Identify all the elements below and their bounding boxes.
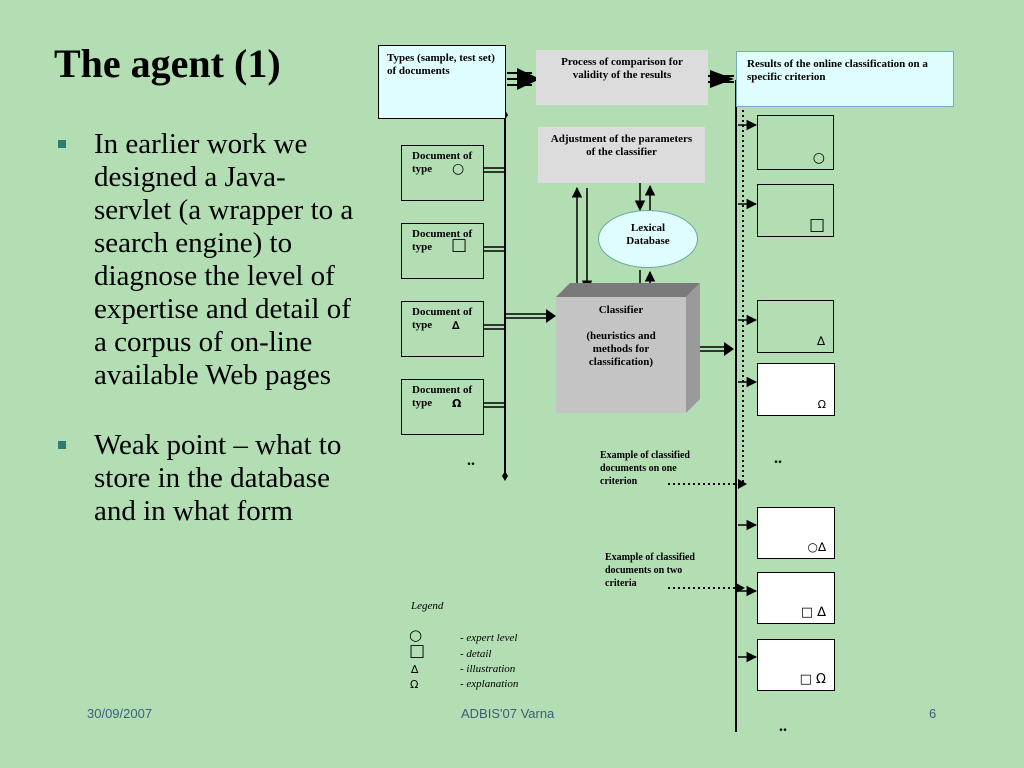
documents-ellipsis: ..	[467, 452, 475, 469]
result-box-illustration: ∆	[757, 300, 834, 353]
document-box-expert: Document of type ○	[401, 145, 484, 201]
explanation-icon: Ω	[817, 398, 826, 411]
document-label: Document of type	[412, 228, 473, 253]
lexical-database: Lexical Database	[598, 210, 698, 268]
example-two-criteria-label: Example of classified documents on two c…	[605, 552, 695, 589]
expert-level-icon: ○	[452, 161, 465, 177]
adjustment-box-label: Adjustment of the parameters of the clas…	[550, 133, 693, 158]
legend-expert-text: - expert level	[460, 632, 518, 644]
result-box-explanation: Ω	[757, 363, 835, 416]
bullet-list: In earlier work we designed a Java-servl…	[58, 128, 358, 565]
document-label: Document of type	[412, 384, 473, 409]
result-box-expert: ○	[757, 115, 834, 170]
document-label: Document of type	[412, 306, 473, 331]
expert-level-icon: ○	[812, 150, 825, 166]
detail-icon: □	[451, 235, 468, 255]
legend-detail-icon: □	[409, 641, 426, 661]
result-box-detail-explanation: □ Ω	[757, 639, 835, 691]
legend-expert-icon: ○	[409, 626, 423, 644]
legend-illustration-text: - illustration	[460, 663, 516, 675]
types-box-label: Types (sample, test set) of documents	[387, 52, 495, 77]
results-box-label: Results of the online classification on …	[747, 58, 928, 83]
legend-explanation-icon: Ω	[410, 678, 419, 691]
classifier-subtitle: (heuristics and methods for classificati…	[586, 330, 656, 368]
bullet-text: In earlier work we designed a Java-servl…	[94, 128, 354, 391]
bullet-marker-icon	[58, 441, 66, 449]
legend-detail-text: - detail	[460, 648, 492, 660]
example-one-criterion-label: Example of classified documents on one c…	[600, 450, 690, 487]
document-box-illustration: Document of type ∆	[401, 301, 484, 357]
results-box: Results of the online classification on …	[736, 51, 954, 107]
legend-explanation-text: - explanation	[460, 678, 519, 690]
bullet-marker-icon	[58, 140, 66, 148]
bullet-text: Weak point – what to store in the databa…	[94, 429, 342, 527]
bottom-ellipsis: ..	[779, 718, 787, 735]
result-box-expert-illustration: ○∆	[757, 507, 835, 559]
classifier-box: Classifier (heuristics and methods for c…	[556, 304, 686, 369]
expert-illustration-icon: ○∆	[807, 540, 827, 554]
detail-illustration-icon: □ ∆	[800, 605, 826, 620]
types-box: Types (sample, test set) of documents	[378, 45, 506, 119]
footer-page-number: 6	[929, 706, 937, 721]
slide-title: The agent (1)	[54, 41, 281, 86]
illustration-icon: ∆	[452, 319, 460, 332]
legend-illustration-icon: ∆	[411, 663, 419, 676]
footer-event: ADBIS'07 Varna	[461, 706, 555, 721]
result-box-detail: □	[757, 184, 834, 237]
detail-icon: □	[808, 215, 825, 235]
results-ellipsis: ..	[774, 450, 782, 467]
adjustment-box: Adjustment of the parameters of the clas…	[538, 127, 705, 183]
explanation-icon: Ω	[452, 397, 462, 410]
document-box-detail: Document of type □	[401, 223, 484, 279]
comparison-box-label: Process of comparison for validity of th…	[561, 56, 683, 81]
legend-title: Legend	[411, 600, 444, 612]
illustration-icon: ∆	[816, 334, 825, 348]
document-label: Document of type	[412, 150, 473, 175]
footer-date: 30/09/2007	[87, 706, 153, 721]
bullet-item: Weak point – what to store in the databa…	[58, 429, 358, 528]
comparison-box: Process of comparison for validity of th…	[536, 50, 708, 105]
detail-explanation-icon: □ Ω	[799, 672, 826, 687]
lexical-database-label: Lexical Database	[626, 222, 670, 247]
result-box-detail-illustration: □ ∆	[757, 572, 835, 624]
document-box-explanation: Document of type Ω	[401, 379, 484, 435]
classifier-title: Classifier	[598, 304, 644, 316]
bullet-item: In earlier work we designed a Java-servl…	[58, 128, 358, 392]
